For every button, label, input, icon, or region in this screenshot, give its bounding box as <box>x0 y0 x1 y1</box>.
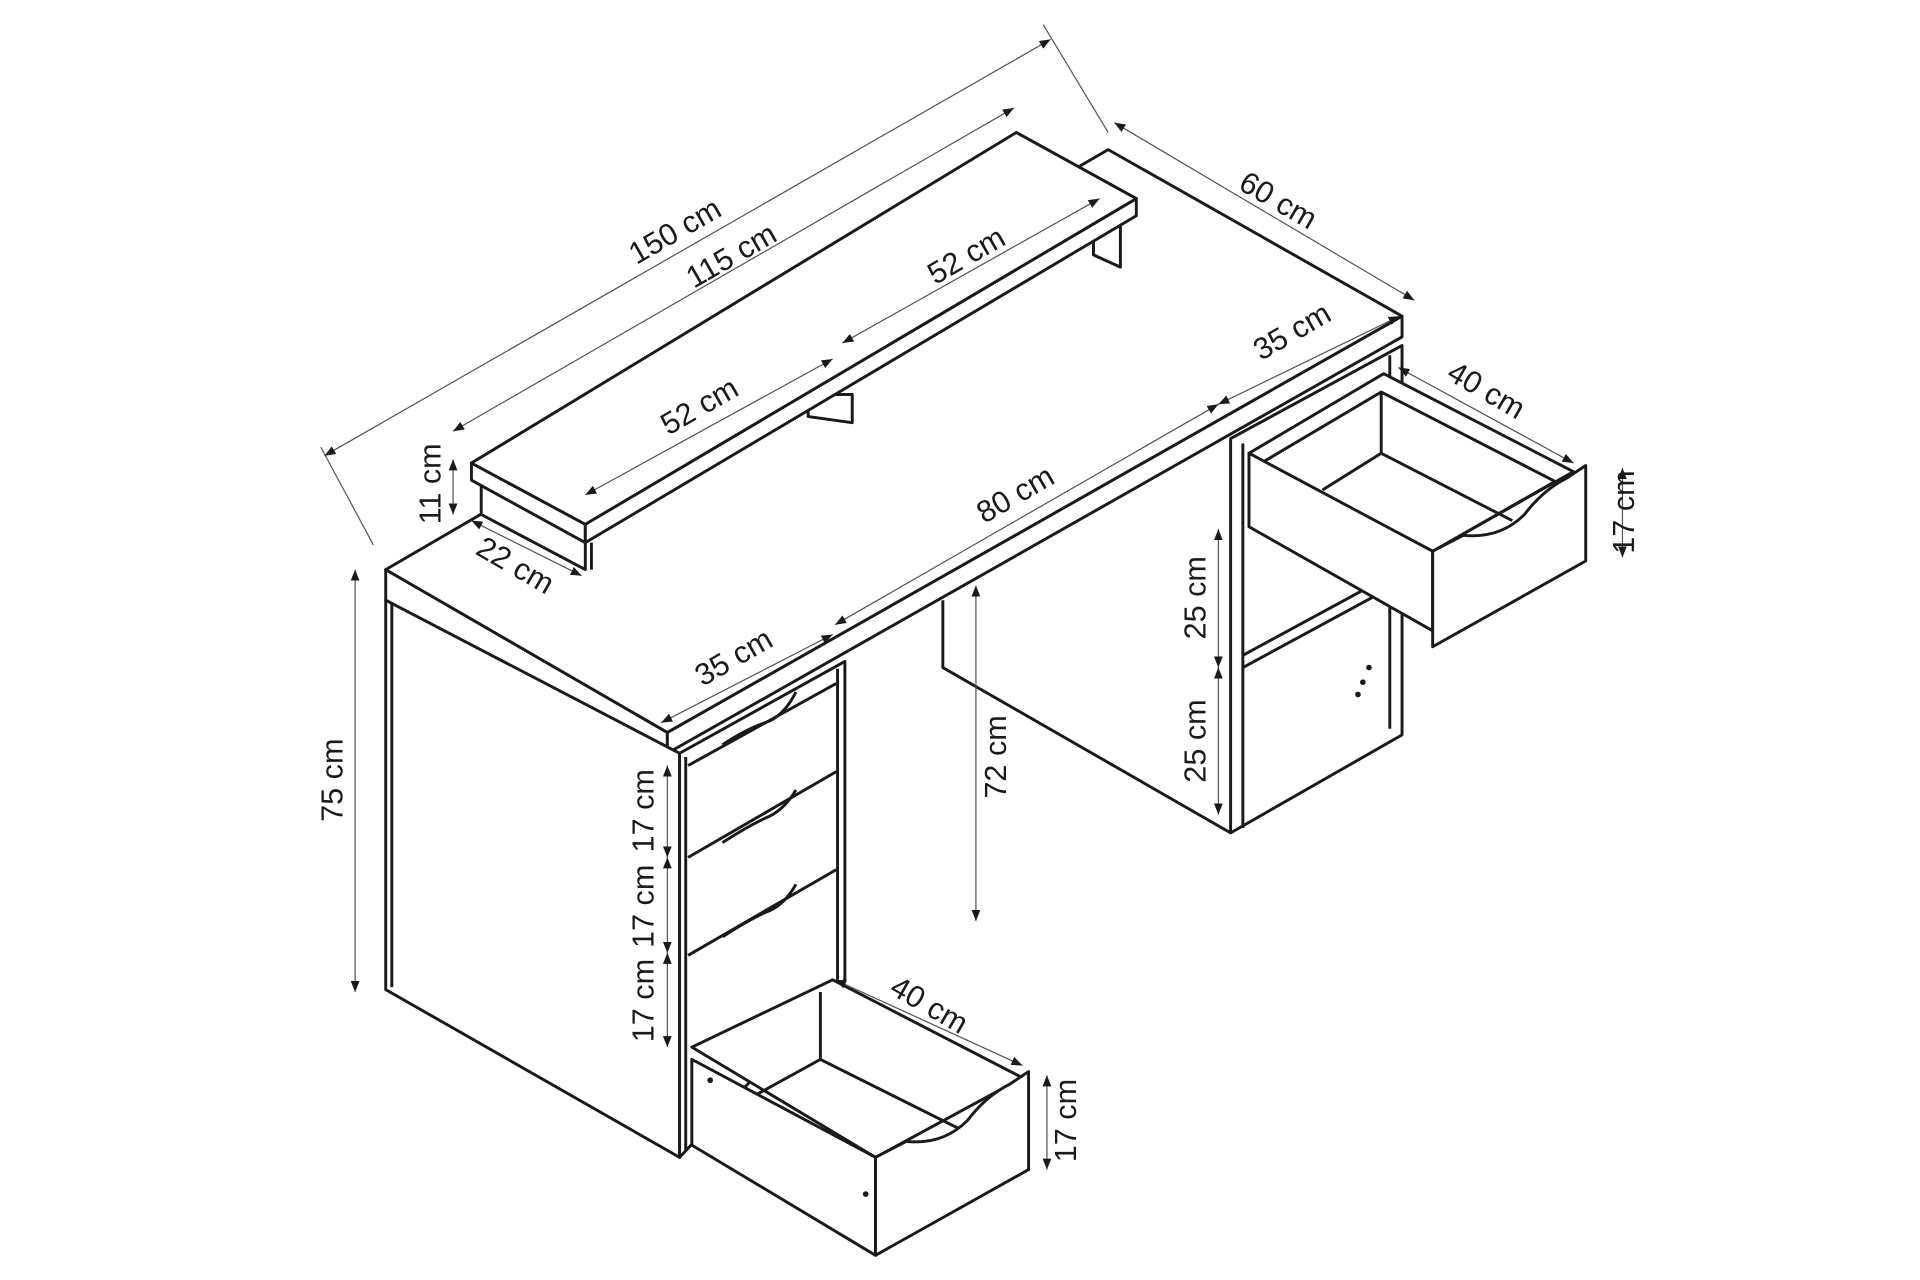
desk-drawing <box>384 130 1588 1257</box>
label-left-drawer-height: 17 cm <box>1049 1079 1083 1162</box>
label-upper-shelf-height: 25 cm <box>1179 556 1213 639</box>
label-depth: 60 cm <box>1234 165 1323 236</box>
label-drawer-3-height: 17 cm <box>626 959 660 1042</box>
label-knee-space-height: 72 cm <box>979 715 1013 798</box>
label-shelf-height: 11 cm <box>413 443 447 524</box>
label-lower-shelf-height: 25 cm <box>1179 699 1213 782</box>
label-right-drawer-height: 17 cm <box>1607 470 1641 553</box>
dimension-lines <box>320 24 1627 1170</box>
left-open-drawer <box>690 978 1031 1257</box>
label-total-height: 75 cm <box>315 739 349 822</box>
label-drawer-2-height: 17 cm <box>626 865 660 948</box>
dimension-labels: 150 cm 115 cm 52 cm 52 cm 60 cm 35 cm 40… <box>315 165 1641 1162</box>
label-drawer-1-height: 17 cm <box>626 769 660 852</box>
